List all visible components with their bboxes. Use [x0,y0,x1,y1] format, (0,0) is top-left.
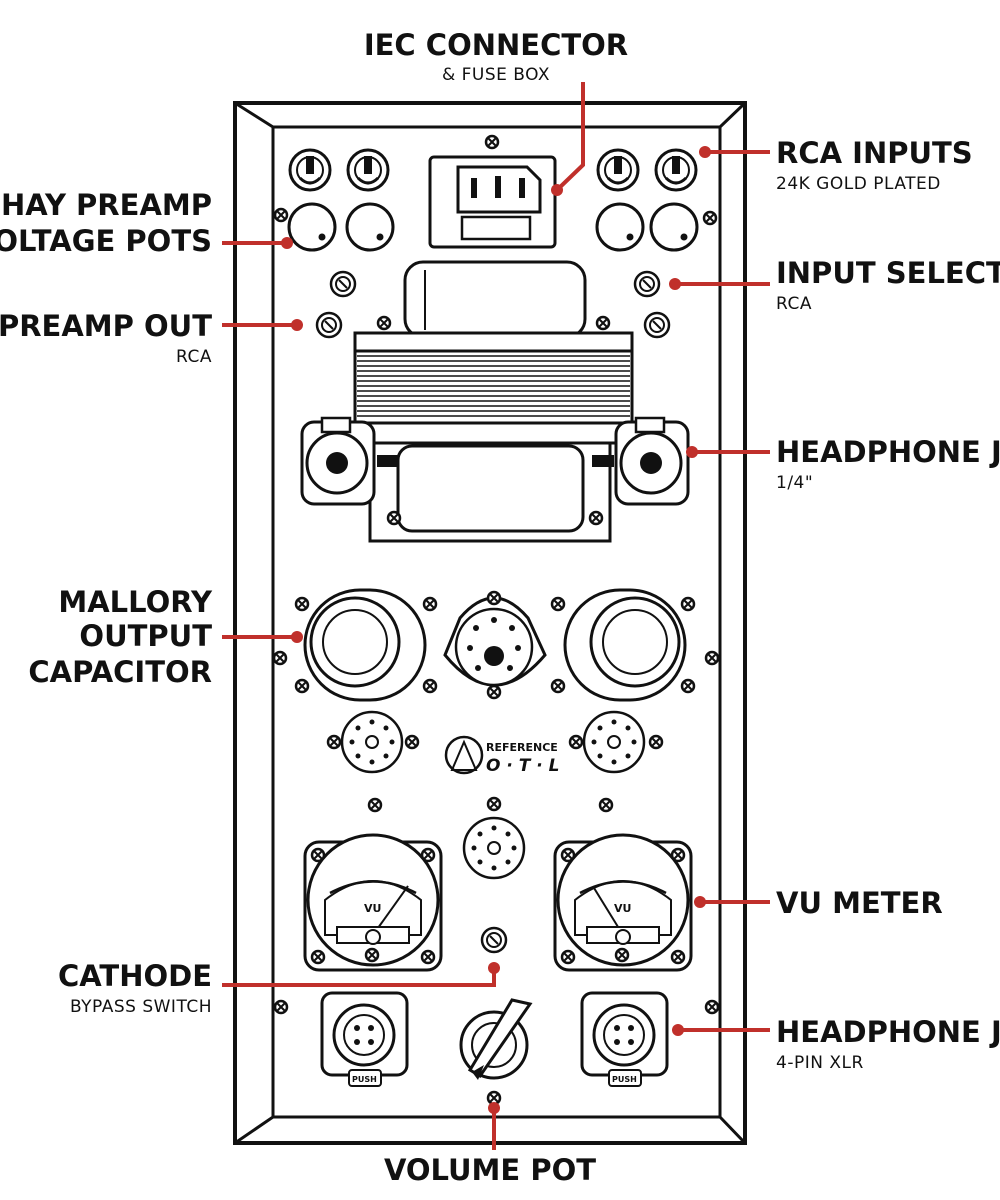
callout-vishay-line1: VISHAY PREAMP [0,188,212,222]
callout-mallory-line2: OUTPUT [79,619,212,653]
callout-volume-title: VOLUME POT [384,1153,596,1187]
callout-input-selector-sub: RCA [776,294,812,314]
callout-headphone-quarter-sub: 1/4" [776,473,813,493]
callout-iec-title: IEC CONNECTOR [364,28,628,62]
capacitor-icon [272,588,720,702]
logo-line2: O · T · L [486,756,559,776]
callout-preamp-out-title: PREAMP OUT [0,309,212,343]
xlr-push-right: PUSH [612,1075,637,1084]
callout-mallory-line3: CAPACITOR [28,655,212,689]
callout-headphone-quarter-title: HEADPHONE JACK [776,435,1000,469]
callout-cathode-sub: BYPASS SWITCH [70,997,212,1017]
tube-socket-icon [443,590,547,700]
callout-headphone-xlr-sub: 4-PIN XLR [776,1053,864,1073]
xlr-jack-icon: PUSH PUSH [320,991,669,1087]
callout-rca-inputs-title: RCA INPUTS [776,136,973,170]
vu-label-left: VU [364,902,381,915]
callout-iec-sub: & FUSE BOX [442,65,550,85]
leader-lines [222,82,770,1150]
cathode-switch-icon [480,926,508,954]
logo-line1: REFERENCE [486,741,558,754]
headphone-jack-icon [300,416,690,506]
callout-input-selector-title: INPUT SELECTOR [776,256,1000,290]
callout-headphone-xlr-title: HEADPHONE JACK [776,1015,1000,1049]
brand-logo-icon: REFERENCE O · T · L [444,735,559,776]
xlr-push-left: PUSH [352,1075,377,1084]
callout-mallory-line1: MALLORY [58,585,213,619]
callout-cathode-title: CATHODE [58,959,212,993]
callout-rca-inputs-sub: 24K GOLD PLATED [776,174,941,194]
callout-preamp-out-sub: RCA [176,347,212,367]
iec-inlet-icon [428,134,557,249]
callout-vu-title: VU METER [776,886,943,920]
callout-vishay-line2: VOLTAGE POTS [0,224,212,258]
transformer-icon [353,260,634,543]
vu-meter-icon: VU VU [303,833,693,972]
vu-label-right: VU [614,902,631,915]
volume-knob-icon [459,998,533,1106]
